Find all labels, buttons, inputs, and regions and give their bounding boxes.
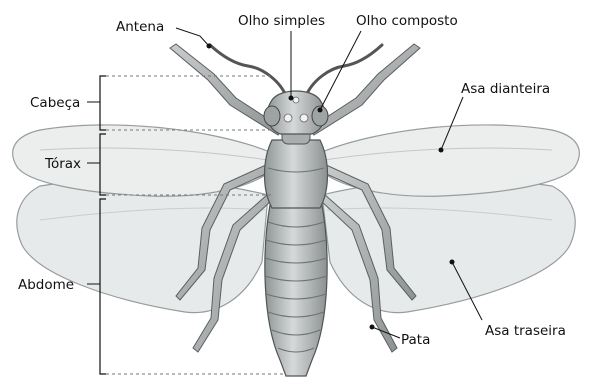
- body: [264, 91, 328, 376]
- abdomen-shape: [265, 205, 327, 376]
- bracket-cabeca: [100, 76, 106, 130]
- label-olho-simples: Olho simples: [238, 13, 325, 29]
- label-asa-dianteira: Asa dianteira: [461, 81, 550, 97]
- simple-eye-right: [300, 114, 308, 122]
- label-abdome: Abdome: [18, 277, 74, 293]
- label-antena: Antena: [116, 19, 164, 35]
- antennae: [210, 45, 382, 98]
- simple-eye-left: [284, 114, 292, 122]
- label-olho-composto: Olho composto: [356, 13, 458, 29]
- thorax-shape: [265, 140, 328, 208]
- label-cabeca: Cabeça: [30, 95, 80, 111]
- label-pata: Pata: [401, 332, 430, 348]
- compound-eye-left: [264, 106, 280, 126]
- simple-eye-top: [293, 97, 299, 103]
- label-asa-traseira: Asa traseira: [485, 323, 566, 339]
- label-torax: Tórax: [44, 156, 81, 172]
